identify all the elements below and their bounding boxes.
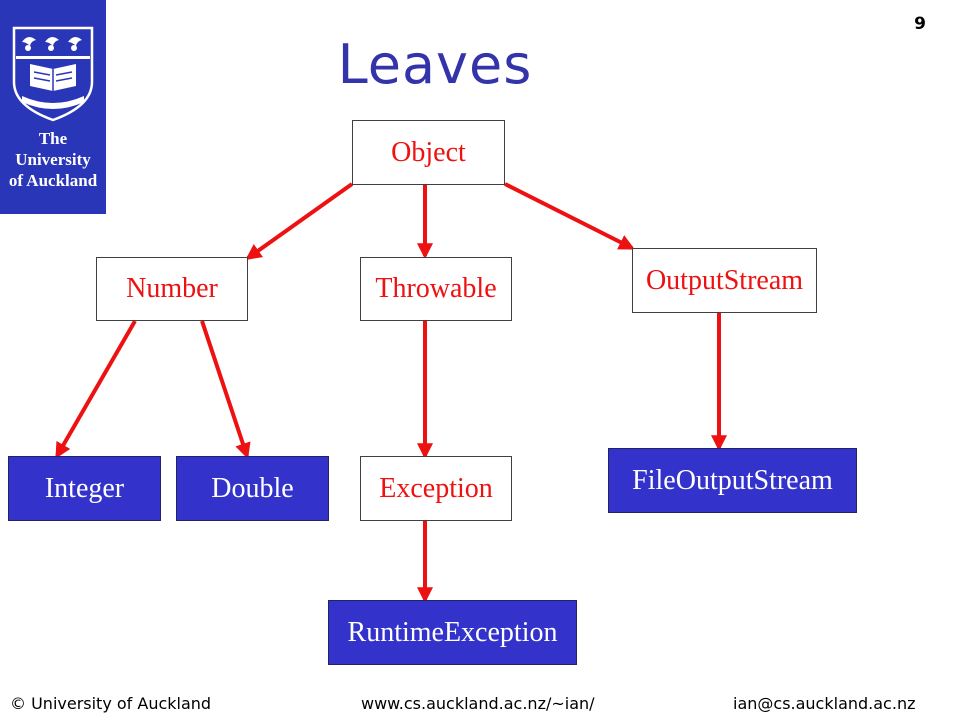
logo-line-1: The <box>38 129 68 148</box>
node-fileoutputstream: FileOutputStream <box>608 448 857 513</box>
node-integer: Integer <box>8 456 161 521</box>
node-object: Object <box>352 120 505 185</box>
node-outputstream: OutputStream <box>632 248 817 313</box>
logo-line-3: of Auckland <box>8 171 98 190</box>
slide-title: Leaves <box>337 33 533 96</box>
node-double: Double <box>176 456 329 521</box>
logo-line-2: University <box>15 150 91 169</box>
node-exception: Exception <box>360 456 512 521</box>
logo-wordmark: The University of Auckland <box>0 128 106 191</box>
node-runtimeexception: RuntimeException <box>328 600 577 665</box>
arrow-object-outputstream <box>504 182 635 250</box>
university-crest-icon <box>12 26 94 122</box>
arrow-number-double <box>200 320 251 460</box>
node-throwable: Throwable <box>360 257 512 321</box>
arrow-object-number <box>245 182 354 260</box>
footer-copyright: © University of Auckland <box>10 694 212 713</box>
footer-url[interactable]: www.cs.auckland.ac.nz/~ian/ <box>361 694 595 713</box>
node-number: Number <box>96 257 248 321</box>
arrow-number-integer <box>55 319 137 459</box>
university-logo: The University of Auckland <box>0 0 106 214</box>
footer-email[interactable]: ian@cs.auckland.ac.nz <box>733 694 916 713</box>
page-number: 9 <box>914 14 926 34</box>
